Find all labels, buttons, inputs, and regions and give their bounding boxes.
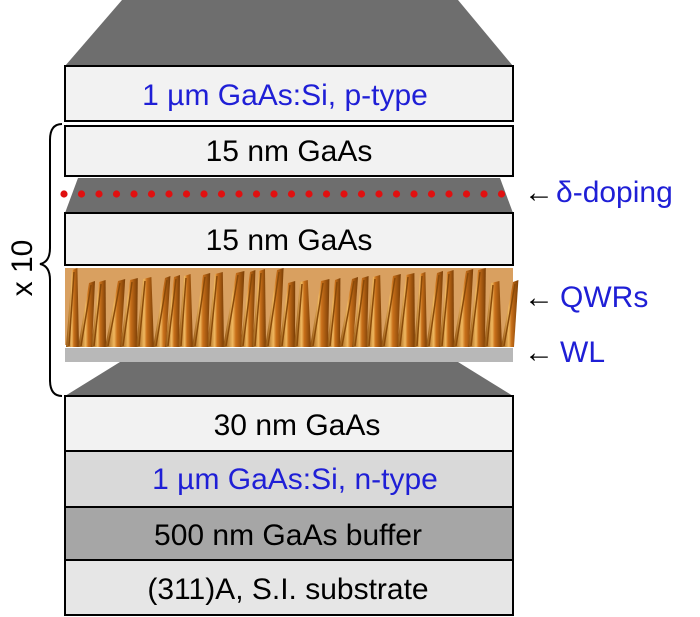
quantum-wire-shadow — [267, 271, 280, 347]
quantum-wire-shadow — [254, 272, 262, 347]
quantum-wire-shadow — [296, 283, 303, 347]
quantum-wire-shadow — [281, 284, 291, 347]
quantum-wire-shadow — [329, 281, 338, 347]
layer-ntype-label: 1 µm GaAs:Si, n-type — [152, 463, 438, 496]
layer-cap-30nm-label: 30 nm GaAs — [214, 409, 381, 442]
quantum-wire-shadow — [107, 282, 121, 347]
quantum-wire-shadow — [93, 283, 102, 347]
delta-dot — [322, 190, 331, 198]
delta-dot — [217, 190, 226, 198]
delta-dot — [147, 190, 156, 198]
delta-dot — [95, 190, 103, 198]
quantum-wire — [381, 274, 401, 347]
delta-doping-dots — [60, 190, 506, 198]
layer-buffer — [64, 506, 514, 561]
delta-dot — [340, 190, 348, 198]
quantum-wire-shadow — [242, 273, 253, 347]
delta-dot — [252, 190, 261, 198]
quantum-wire-shadow — [354, 279, 365, 347]
quantum-wire-shadow — [155, 279, 168, 347]
qwrs-label: QWRs — [560, 281, 648, 314]
delta-dot — [445, 190, 453, 198]
delta-dot — [165, 190, 173, 198]
quantum-wire-shadow — [486, 284, 494, 347]
quantum-wire-shadow — [455, 272, 469, 347]
quantum-wire-shadow — [368, 278, 376, 347]
delta-dot — [375, 190, 383, 198]
layer-substrate — [64, 559, 514, 616]
quantum-wire-shadow — [138, 280, 146, 347]
layer-cap-30nm — [64, 395, 514, 452]
repeat-brace — [39, 123, 63, 397]
delta-dot — [410, 190, 418, 198]
quantum-wire-shadow — [470, 271, 481, 347]
delta-dot — [130, 190, 138, 198]
delta-dot — [270, 190, 278, 198]
layer-spacer-upper-label: 15 nm GaAs — [206, 135, 373, 168]
quantum-wire-shadow — [503, 283, 516, 347]
wl-label: WL — [560, 336, 605, 369]
top-trapezoid — [65, 0, 513, 66]
quantum-wire — [252, 269, 266, 347]
repeat-label: x 10 — [6, 240, 39, 297]
wetting-layer — [65, 348, 513, 362]
quantum-wire-shadow — [428, 274, 440, 347]
quantum-wire-shadow — [167, 278, 177, 347]
quantum-wire — [468, 268, 486, 347]
quantum-wire — [192, 273, 211, 347]
quantum-wires-image — [65, 268, 519, 362]
quantum-wire — [279, 281, 296, 347]
quantum-wire — [439, 270, 454, 347]
layer-ptype-label: 1 µm GaAs:Si, p-type — [142, 79, 428, 112]
quantum-wire-shadow — [180, 277, 187, 347]
layer-spacer-upper — [64, 125, 514, 177]
quantum-wire-shadow — [441, 273, 450, 347]
delta-dot — [427, 190, 436, 198]
quantum-wire-shadow — [399, 276, 409, 347]
delta-dot — [287, 190, 296, 198]
layer-ptype — [64, 65, 514, 122]
layer-buffer-label: 500 nm GaAs buffer — [154, 519, 422, 552]
quantum-wire — [66, 268, 79, 347]
quantum-wire-shadow — [383, 277, 396, 347]
quantum-wire — [120, 278, 138, 347]
quantum-wire-shadow — [80, 284, 92, 347]
delta-dot — [392, 190, 401, 198]
quantum-wire-shadow — [194, 276, 206, 347]
delta-dot — [235, 190, 243, 198]
quantum-wire — [91, 280, 106, 347]
quantum-wire-shadow — [122, 281, 133, 347]
delta-dot — [305, 190, 313, 198]
bottom-trapezoid — [65, 362, 513, 396]
quantum-wire-shadow — [416, 275, 423, 347]
delta-dot — [357, 190, 366, 198]
delta-dot — [77, 190, 86, 198]
delta-dot — [480, 190, 488, 198]
delta-dot — [60, 190, 68, 198]
delta-dot — [182, 190, 191, 198]
quantum-wire-shadow — [312, 282, 324, 347]
delta-doping-arrow: ← — [524, 176, 554, 209]
layer-spacer-lower — [64, 212, 514, 266]
delta-dot — [112, 190, 121, 198]
wl-arrow: ← — [524, 336, 554, 369]
quantum-wire-shadow — [225, 274, 239, 347]
layer-substrate-label: (311)A, S.I. substrate — [147, 573, 428, 606]
qwrs-arrow: ← — [524, 281, 554, 314]
delta-dot — [200, 190, 208, 198]
quantum-wire-shadow — [209, 275, 218, 347]
quantum-wire-shadow — [341, 280, 355, 347]
delta-dot — [462, 190, 471, 198]
delta-doping-label: δ-doping — [556, 176, 673, 209]
layer-spacer-lower-label: 15 nm GaAs — [206, 224, 373, 257]
quantum-wire — [453, 269, 474, 347]
quantum-wire-shadow — [68, 271, 75, 347]
quantum-wire — [414, 272, 427, 347]
quantum-wire — [105, 279, 126, 347]
delta-dot — [497, 190, 506, 198]
